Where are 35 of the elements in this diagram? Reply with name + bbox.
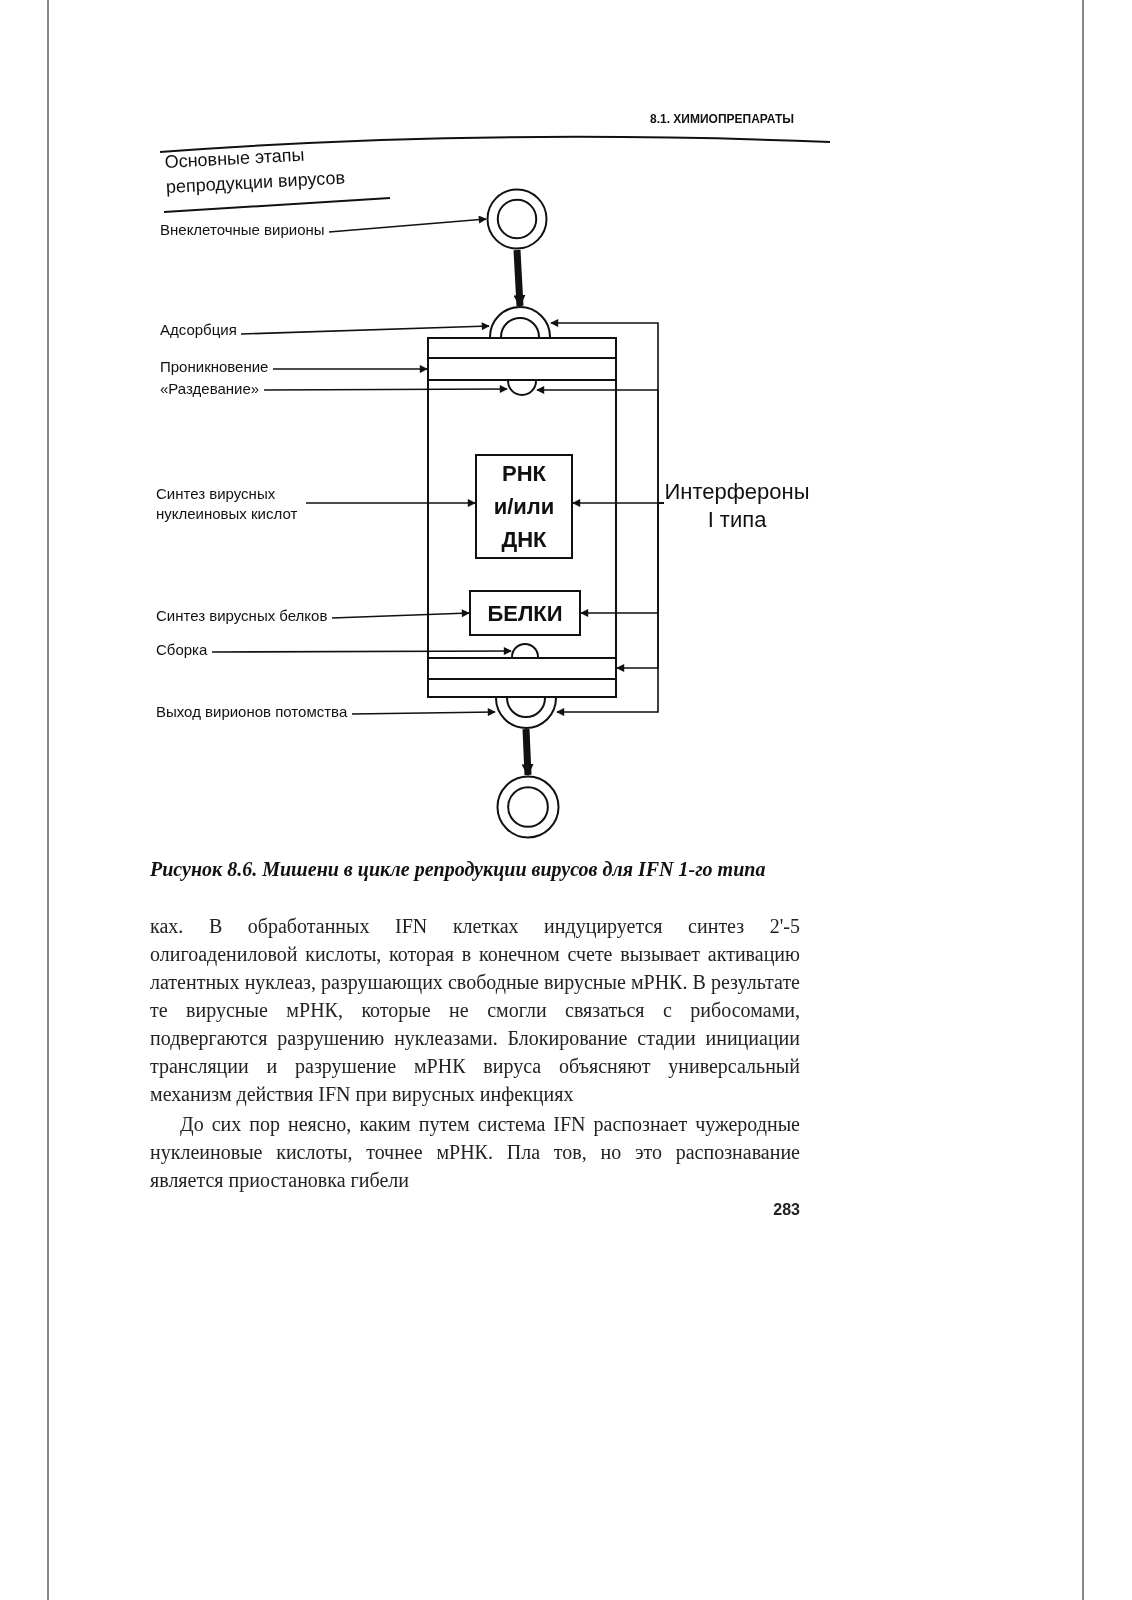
stage-label: Проникновение bbox=[160, 357, 273, 379]
interferon-label: Интерфероны I типа bbox=[664, 478, 810, 534]
arrow bbox=[263, 385, 508, 394]
block-arrow bbox=[513, 249, 526, 308]
stage-label: Адсорбция bbox=[160, 320, 241, 344]
stage-label: Синтез вирусных нуклеиновых кислот bbox=[156, 484, 306, 528]
virion-circle bbox=[496, 775, 560, 839]
figure-caption: Рисунок 8.6. Мишени в цикле репродукции вирусов для IFN 1-го типа bbox=[150, 857, 767, 882]
arrow bbox=[331, 609, 470, 619]
body-paragraph: ках. В обработанных IFN клетках индуцируется синтез 2'-5 олигоадениловой кислоты, которая в конечном счете вызывает активацию латентных нуклеаз, разрушающих свободные вирусные мРНК. В результате те вирусные мРНК, которые не смогли связаться с рибосомами, подвергаются разрушению нуклеазами. Блокирование стадии инициации трансляции и разрушение мРНК вируса объясняют универсальный механизм действия IFN при вирусных инфекциях bbox=[150, 914, 800, 1108]
diagram-title: Основные этапы репродукции вирусов bbox=[164, 143, 347, 199]
arrow bbox=[272, 365, 428, 373]
stage-label: Внеклеточные вирионы bbox=[160, 220, 329, 244]
molecule-box: БЕЛКИ bbox=[469, 590, 581, 636]
block-arrow bbox=[521, 728, 534, 777]
stage-label: Синтез вирусных белков bbox=[156, 606, 332, 630]
arrow bbox=[328, 215, 487, 233]
stage-label: «Раздевание» bbox=[160, 379, 264, 401]
stage-label: Выход вирионов потомства bbox=[156, 702, 352, 726]
arrow bbox=[305, 499, 476, 507]
arrow bbox=[211, 647, 512, 655]
running-header: 8.1. ХИМИОПРЕПАРАТЫ bbox=[650, 112, 794, 126]
virion-half-circle bbox=[489, 306, 551, 337]
page-number: 283 bbox=[773, 1200, 800, 1220]
membrane-band bbox=[429, 357, 615, 381]
virion-circle bbox=[486, 188, 548, 250]
arrow bbox=[240, 322, 490, 335]
membrane-band bbox=[429, 657, 615, 680]
molecule-box: РНК и/или ДНК bbox=[475, 454, 573, 559]
arrow bbox=[351, 708, 496, 717]
virion-half-circle bbox=[495, 698, 557, 729]
cell-outline bbox=[427, 337, 617, 698]
body-paragraph: До сих пор неясно, каким путем система IFN распознает чужеродные нуклеиновые кислоты, точнее мРНК. Пла тов, но это распознавание является приостановка гибели bbox=[150, 1112, 800, 1194]
stage-label: Сборка bbox=[156, 640, 212, 664]
arrow bbox=[556, 502, 665, 716]
